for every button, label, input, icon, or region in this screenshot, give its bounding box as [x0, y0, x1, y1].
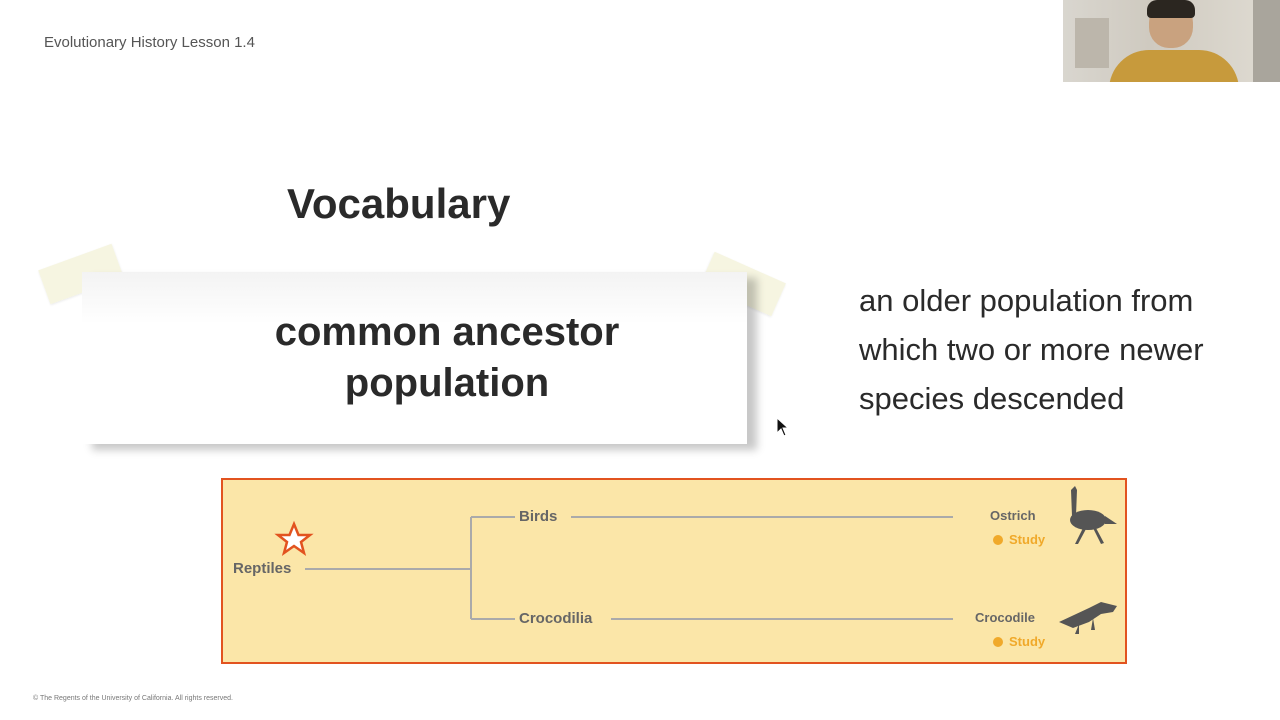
copyright-footer: © The Regents of the University of Calif…: [33, 695, 233, 702]
presenter-body: [1109, 50, 1239, 82]
tree-species-ostrich: Ostrich: [990, 508, 1036, 523]
study-icon-1: [993, 535, 1003, 545]
tree-group-crocodilia: Crocodilia: [519, 610, 593, 627]
mouse-cursor-icon: [776, 417, 790, 437]
vocab-term-line2: population: [344, 361, 550, 405]
webcam-background: [1075, 18, 1109, 68]
ostrich-icon: [1070, 486, 1117, 544]
presenter-hair: [1147, 0, 1195, 18]
vocab-card: common ancestor population: [82, 272, 747, 444]
star-icon: [274, 520, 314, 557]
tree-root-label: Reptiles: [233, 560, 292, 577]
webcam-video: [1063, 0, 1280, 82]
crocodile-icon: [1059, 602, 1117, 634]
vocabulary-heading: Vocabulary: [287, 180, 511, 227]
vocab-term-line1: common ancestor: [274, 310, 620, 354]
tree-group-birds: Birds: [519, 508, 558, 525]
study-icon-2: [993, 637, 1003, 647]
study-link-ostrich[interactable]: Study: [1009, 532, 1046, 547]
webcam-background-right: [1253, 0, 1280, 82]
study-link-crocodile[interactable]: Study: [1009, 634, 1046, 649]
vocab-term: common ancestor population: [227, 307, 667, 409]
tree-branch-lines: [274, 486, 1117, 647]
tree-species-crocodile: Crocodile: [975, 610, 1035, 625]
lesson-title: Evolutionary History Lesson 1.4: [44, 34, 255, 51]
evolution-tree-diagram: Reptiles Birds Crocodilia Ostrich Crocod…: [221, 478, 1127, 664]
vocab-definition: an older population from which two or mo…: [859, 283, 1204, 416]
